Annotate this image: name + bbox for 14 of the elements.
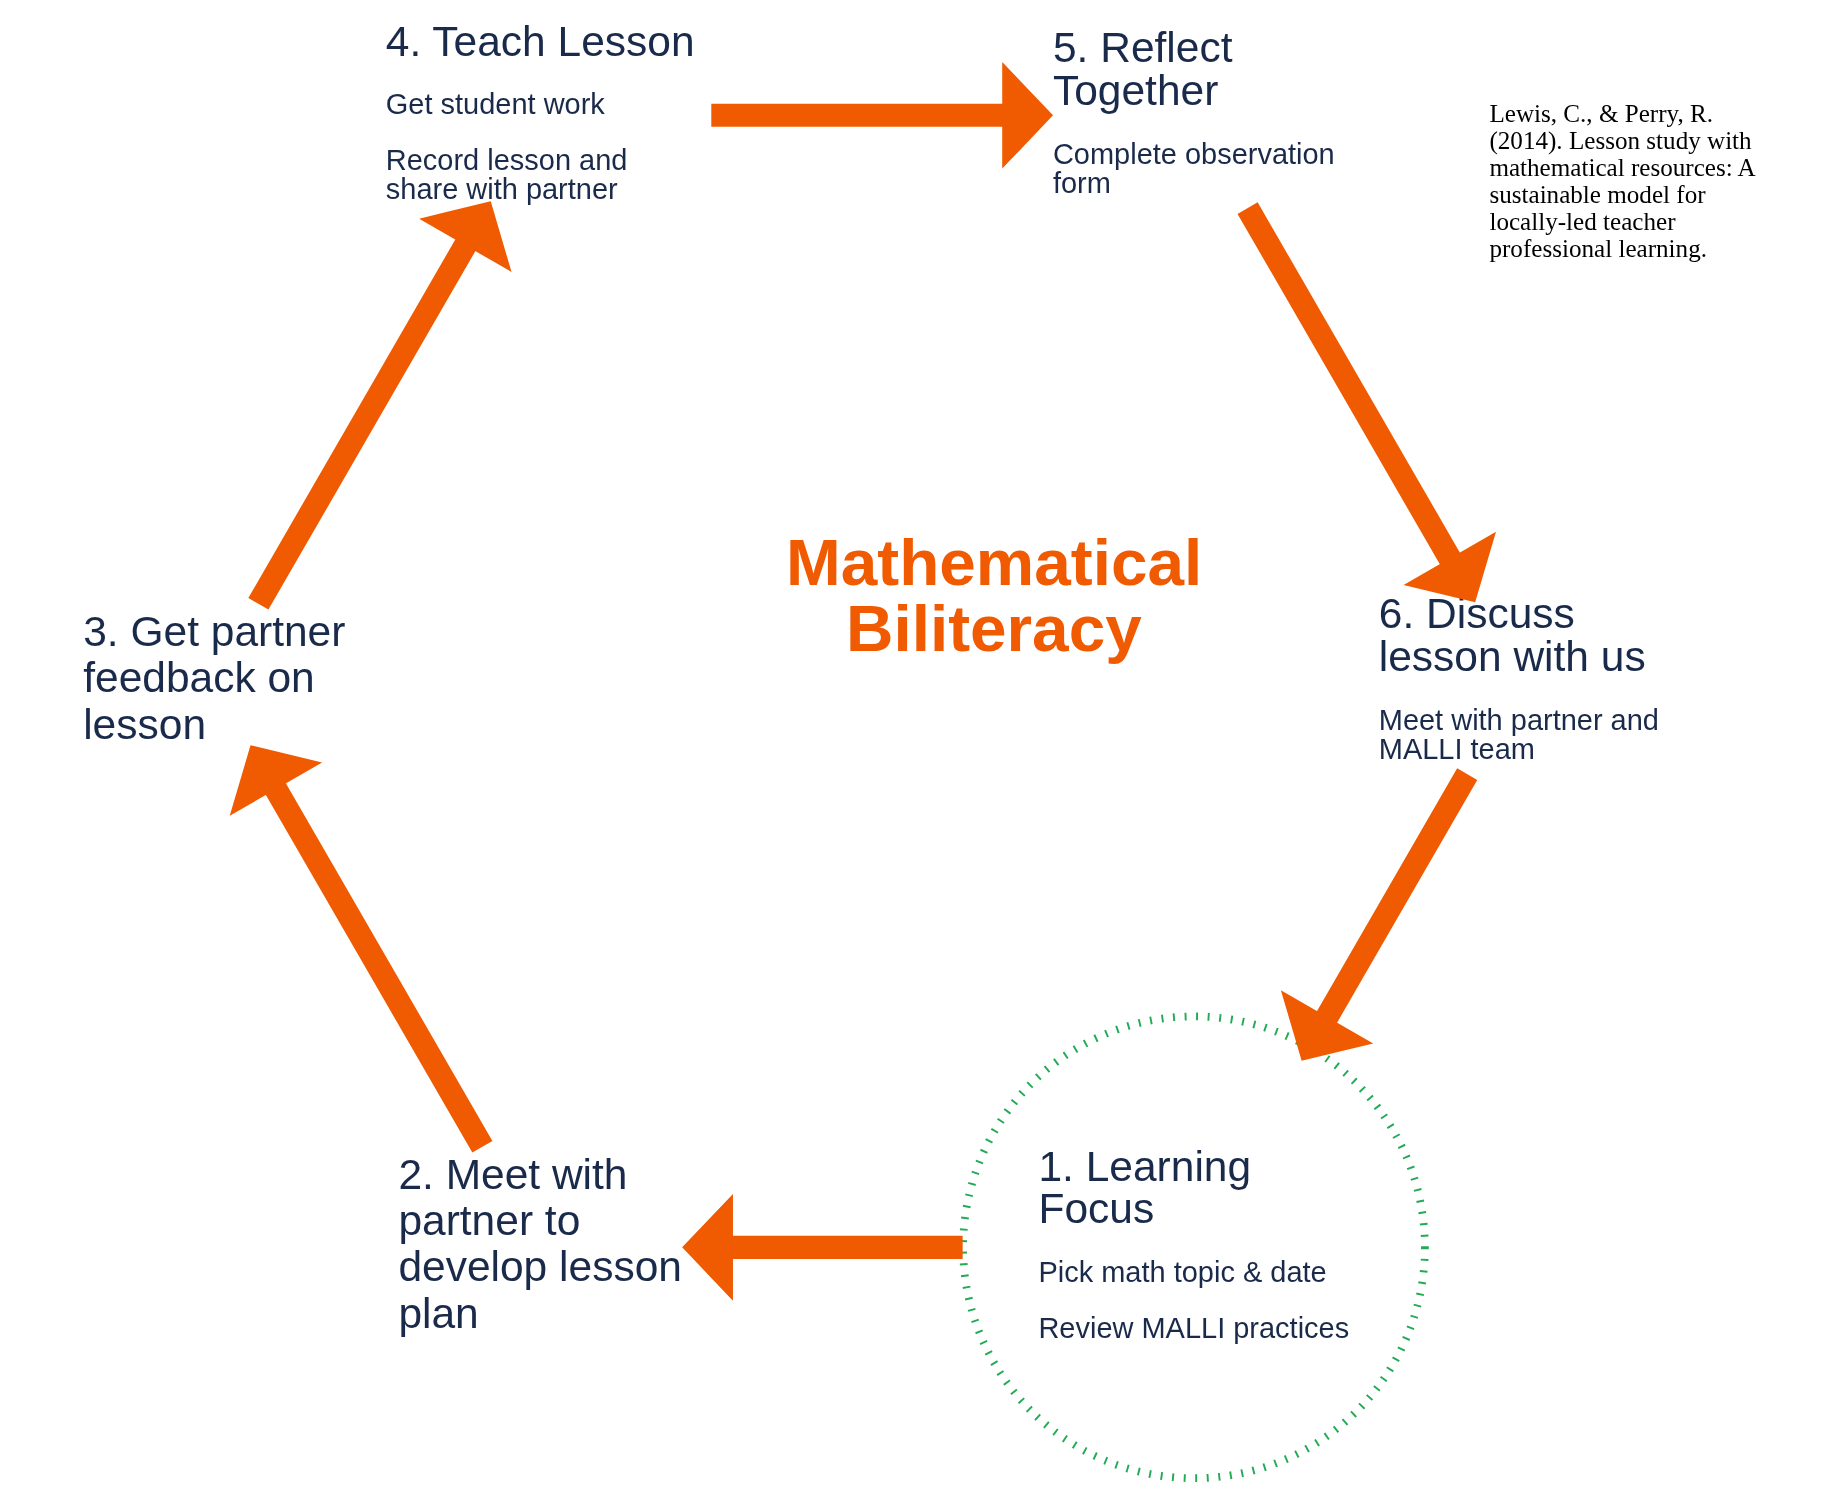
node-circle: 1. Learning Focus Pick math topic & date Review MALLI practices [958, 1012, 1429, 1483]
arrow [710, 61, 1053, 169]
label: Lewis, C., & Perry, R. (2014). Lesson study with mathematical resources: A sustainable model for locally-led teacher professional learning. [1488, 99, 1756, 262]
node-text: 4. Teach Lesson Get student work Record lesson and share with partner [385, 17, 695, 206]
node-text: 2. Meet with partner to develop lesson plan [397, 1150, 682, 1337]
arrow [247, 201, 511, 610]
node-text: 6. Discuss lesson with us Meet with partner and MALLI team [1378, 590, 1659, 765]
node-text: 3. Get partner feedback on lesson [82, 607, 345, 748]
node-text: 5. Reflect Together Complete observation form [1052, 24, 1335, 199]
arrow [1280, 768, 1477, 1061]
arrow [681, 1194, 963, 1301]
arrow [1237, 202, 1496, 603]
arrow [229, 745, 492, 1153]
label: Mathematical Biliteracy [785, 526, 1202, 665]
